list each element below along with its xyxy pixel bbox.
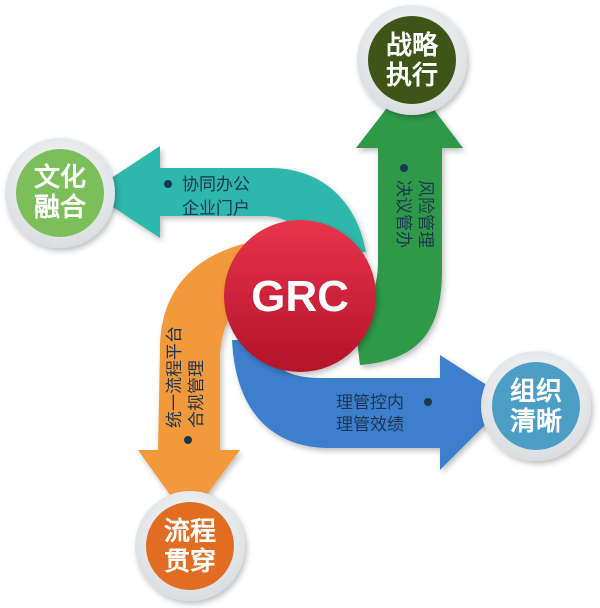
- orange-arrow-line1: 统一流程平台: [165, 326, 185, 428]
- green-arrow-line1: 决议管办: [393, 180, 413, 248]
- teal-arrow-label: 协同办公 企业门户: [164, 175, 250, 219]
- node-left-line2: 融合: [34, 192, 87, 223]
- node-left-line1: 文化: [34, 162, 86, 193]
- bullet-icon: [184, 436, 192, 444]
- orange-arrow-line2: 合规管理: [187, 360, 207, 428]
- node-bottom: 流程 贯穿: [135, 491, 245, 601]
- green-arrow: [352, 78, 463, 365]
- bullet-icon: [400, 164, 408, 172]
- blue-arrow: [232, 340, 510, 470]
- bullet-icon: [164, 180, 172, 188]
- grc-center: GRC: [224, 220, 376, 372]
- node-right-line2: 清晰: [510, 407, 562, 437]
- node-right: 组织 清晰: [481, 351, 591, 461]
- orange-arrow-label: 统一流程平台 合规管理: [165, 326, 207, 444]
- node-top-line2: 执行: [386, 60, 438, 91]
- teal-arrow-line1: 协同办公: [182, 175, 250, 195]
- node-bottom-line1: 流程: [164, 517, 216, 547]
- grc-label: GRC: [251, 272, 349, 321]
- node-right-line1: 组织: [510, 376, 562, 407]
- node-left: 文化 融合: [5, 138, 115, 248]
- node-bottom-line2: 贯穿: [164, 546, 216, 577]
- bullet-icon: [424, 398, 432, 406]
- blue-arrow-line1: 理管控内: [336, 393, 404, 413]
- teal-arrow-line2: 企业门户: [182, 199, 250, 219]
- green-arrow-line2: 风险管理: [415, 180, 435, 248]
- node-top: 战略 执行: [357, 5, 467, 115]
- green-arrow-label: 决议管办 风险管理: [393, 164, 435, 248]
- node-top-line1: 战略: [386, 30, 439, 61]
- blue-arrow-line2: 理管效绩: [336, 415, 404, 435]
- blue-arrow-label: 理管控内 理管效绩: [336, 393, 432, 435]
